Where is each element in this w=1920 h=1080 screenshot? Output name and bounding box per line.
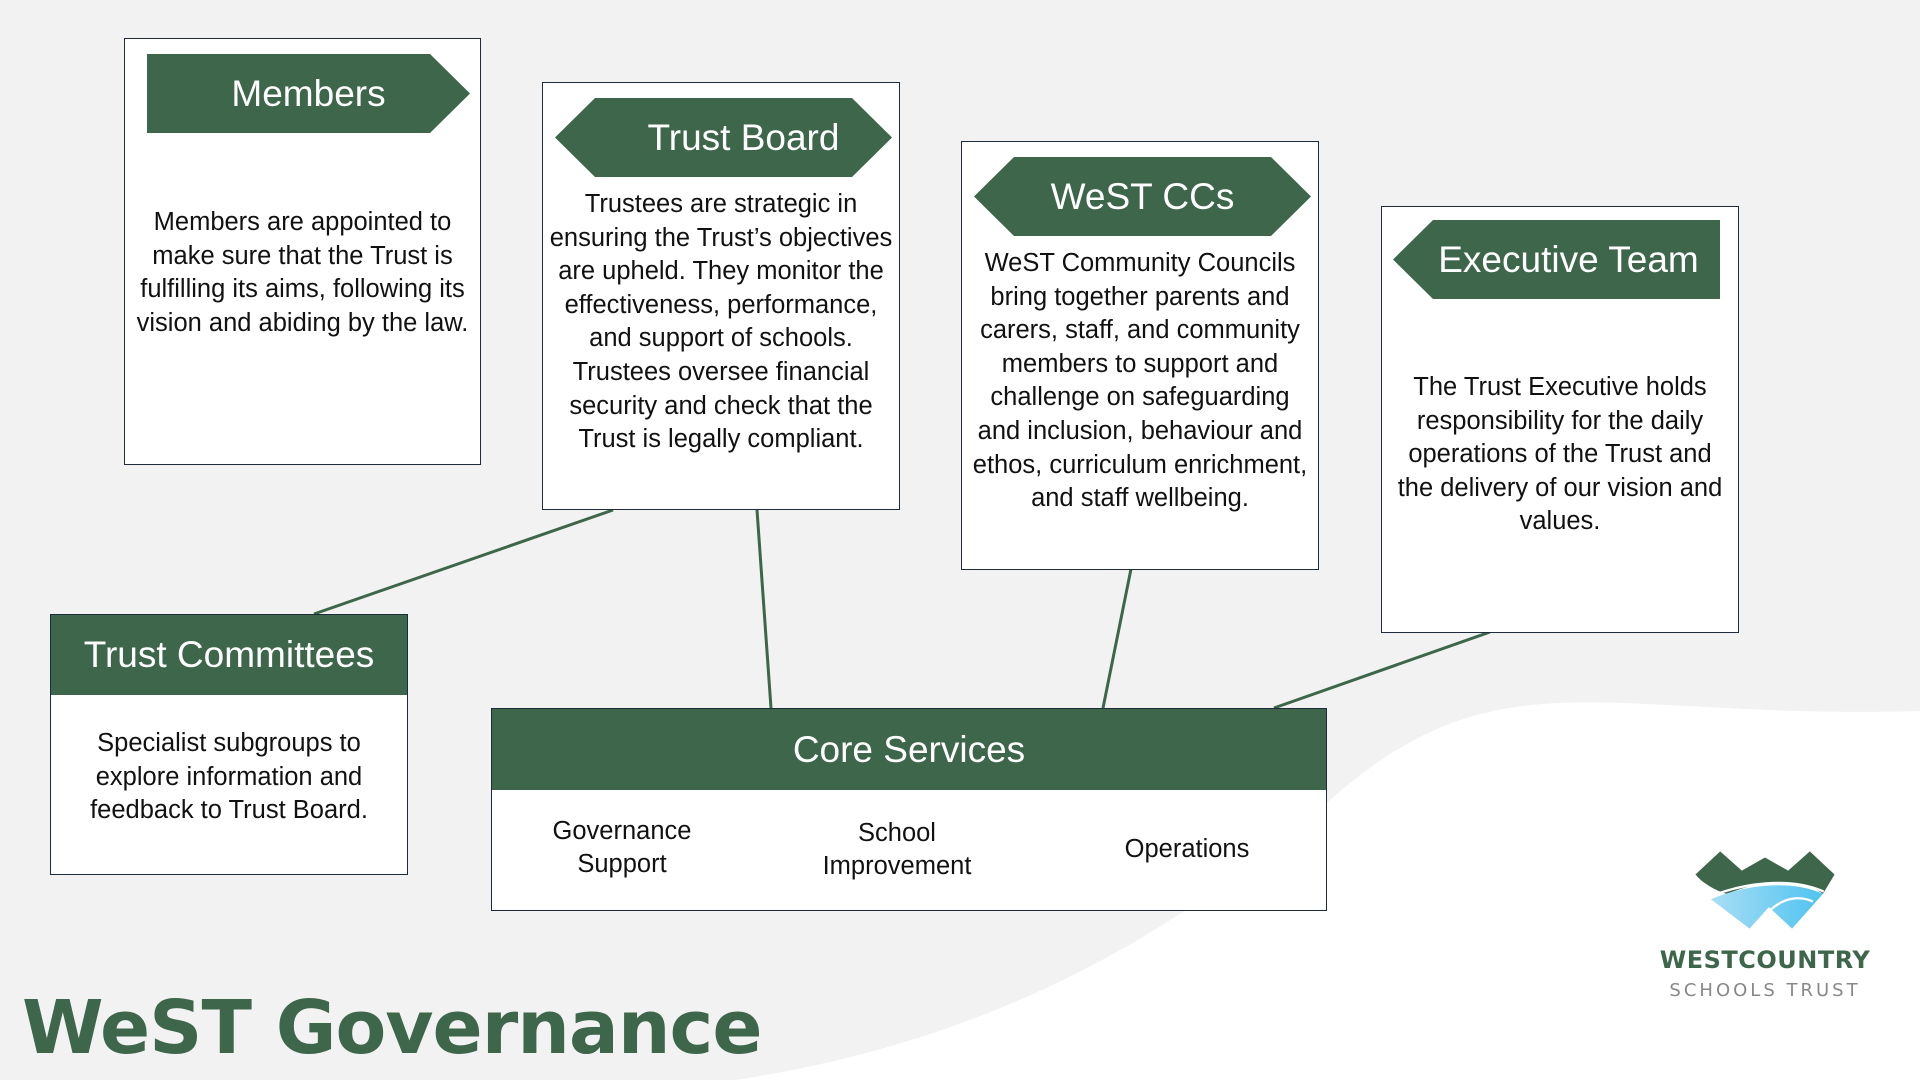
members-card: Members Members are appointed to make su… (124, 38, 481, 465)
core-service-item: Operations (1124, 835, 1250, 863)
page-title: WeST Governance (22, 985, 763, 1071)
members-heading: Members (231, 72, 386, 114)
logo-text-westcountry: WESTCOUNTRY (1659, 946, 1871, 974)
west-ccs-heading: WeST CCs (1050, 175, 1235, 217)
west-ccs-heading-hexagon: WeST CCs (974, 157, 1311, 236)
wave-mountains-logo-icon (1695, 851, 1835, 929)
executive-team-card: Executive Team The Trust Executive holds… (1381, 206, 1739, 633)
trust-board-heading-hexagon: Trust Board (555, 98, 892, 177)
trust-board-heading: Trust Board (647, 116, 840, 158)
trust-board-card: Trust Board Trustees are strategic in en… (542, 82, 900, 510)
west-ccs-description: WeST Community Councils bring together p… (972, 249, 1308, 513)
members-heading-arrow: Members (147, 54, 470, 133)
connector-ccs-core (1101, 568, 1133, 709)
west-ccs-card: WeST CCs WeST Community Councils bring t… (961, 141, 1319, 570)
connector-exec-core (1273, 630, 1491, 710)
connector-board-core (755, 509, 773, 709)
westcountry-logo: WESTCOUNTRY SCHOOLS TRUST (1655, 840, 1875, 1010)
core-service-item: School Improvement (822, 819, 972, 880)
executive-team-description: The Trust Executive holds responsibility… (1397, 373, 1723, 536)
executive-team-heading: Executive Team (1438, 238, 1699, 280)
logo-text-schools-trust: SCHOOLS TRUST (1669, 980, 1861, 1001)
core-services-heading: Core Services (492, 709, 1326, 790)
executive-team-heading-arrow: Executive Team (1393, 220, 1720, 299)
trust-committees-heading: Trust Committees (51, 615, 407, 695)
members-description: Members are appointed to make sure that … (136, 208, 469, 337)
trust-committees-card: Trust Committees Specialist subgroups to… (50, 614, 408, 875)
connector-board-committees (313, 508, 614, 616)
trust-committees-description: Specialist subgroups to explore informat… (90, 729, 368, 825)
core-services-card: Core Services Governance Support School … (491, 708, 1327, 911)
trust-board-description: Trustees are strategic in ensuring the T… (549, 190, 893, 454)
core-service-item: Governance Support (552, 817, 692, 878)
